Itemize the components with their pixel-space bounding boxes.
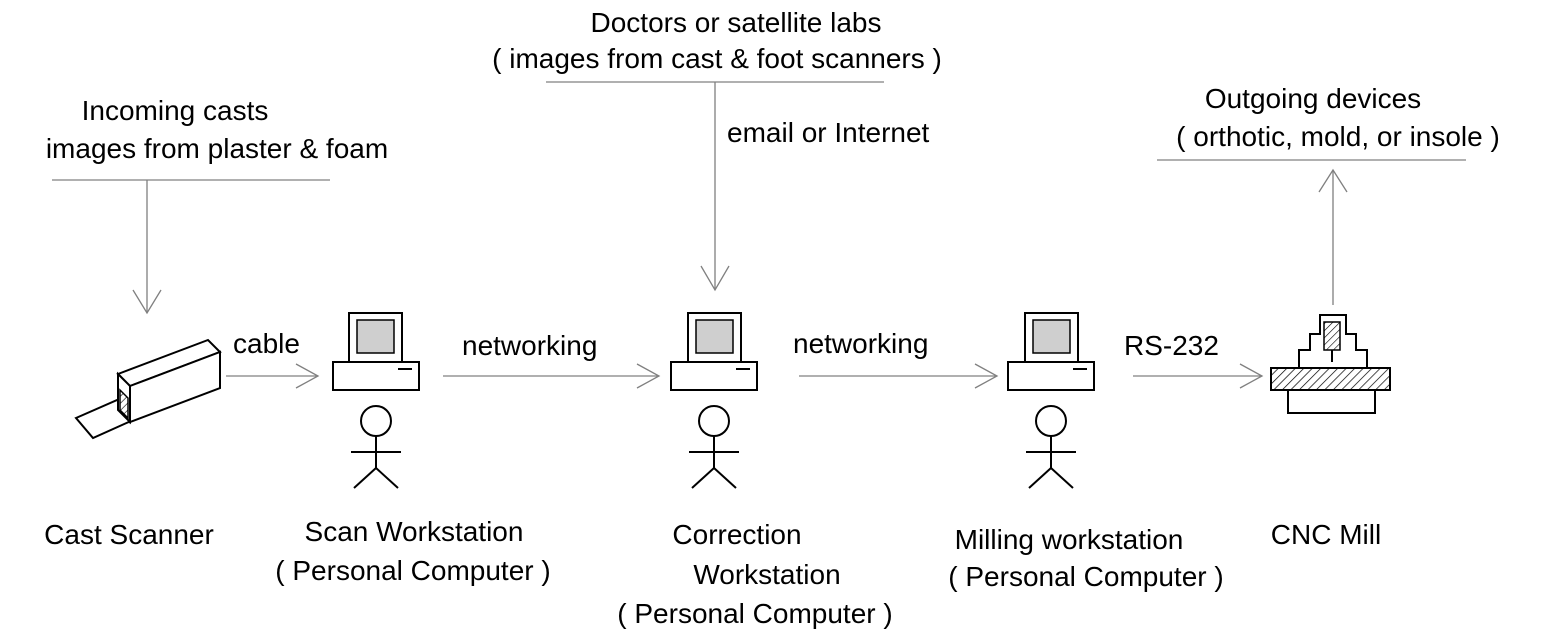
networking-label-1: networking bbox=[462, 330, 598, 361]
cable-label: cable bbox=[233, 328, 300, 359]
networking-arrow-1 bbox=[443, 363, 661, 389]
networking-arrow-2 bbox=[799, 363, 999, 389]
incoming-subtitle: images from plaster & foam bbox=[45, 133, 389, 164]
scan-workstation-sublabel: ( Personal Computer ) bbox=[275, 555, 551, 586]
outgoing-subtitle: ( orthotic, mold, or insole ) bbox=[1176, 121, 1500, 152]
email-label: email or Internet bbox=[727, 117, 930, 148]
cast-scanner-icon bbox=[74, 338, 222, 440]
incoming-title: Incoming casts bbox=[81, 95, 269, 126]
scan-workstation-label: Scan Workstation bbox=[304, 516, 524, 547]
rs232-arrow bbox=[1133, 363, 1264, 389]
scan-operator-stick-figure-icon bbox=[351, 405, 401, 489]
correction-sublabel: ( Personal Computer ) bbox=[617, 598, 893, 629]
correction-operator-stick-figure-icon bbox=[689, 405, 739, 489]
cnc-mill-icon bbox=[1270, 314, 1391, 414]
milling-workstation-computer-icon bbox=[1007, 312, 1095, 391]
doctors-title: Doctors or satellite labs bbox=[590, 7, 882, 38]
cable-arrow bbox=[226, 363, 320, 389]
milling-operator-stick-figure-icon bbox=[1026, 405, 1076, 489]
email-arrow bbox=[700, 82, 730, 292]
doctors-subtitle: ( images from cast & foot scanners ) bbox=[492, 43, 942, 74]
networking-label-2: networking bbox=[793, 328, 929, 359]
rs232-label: RS-232 bbox=[1124, 330, 1219, 361]
scan-workstation-computer-icon bbox=[332, 312, 420, 391]
correction-label-line2: Workstation bbox=[693, 559, 841, 590]
incoming-arrow bbox=[132, 180, 162, 315]
cast-scanner-label: Cast Scanner bbox=[44, 519, 214, 550]
cnc-mill-label: CNC Mill bbox=[1270, 519, 1382, 550]
outgoing-arrow bbox=[1318, 168, 1348, 305]
outgoing-title: Outgoing devices bbox=[1204, 83, 1422, 114]
milling-workstation-sublabel: ( Personal Computer ) bbox=[948, 561, 1224, 592]
correction-label: Correction bbox=[672, 519, 802, 550]
correction-workstation-computer-icon bbox=[670, 312, 758, 391]
milling-workstation-label: Milling workstation bbox=[954, 524, 1184, 555]
